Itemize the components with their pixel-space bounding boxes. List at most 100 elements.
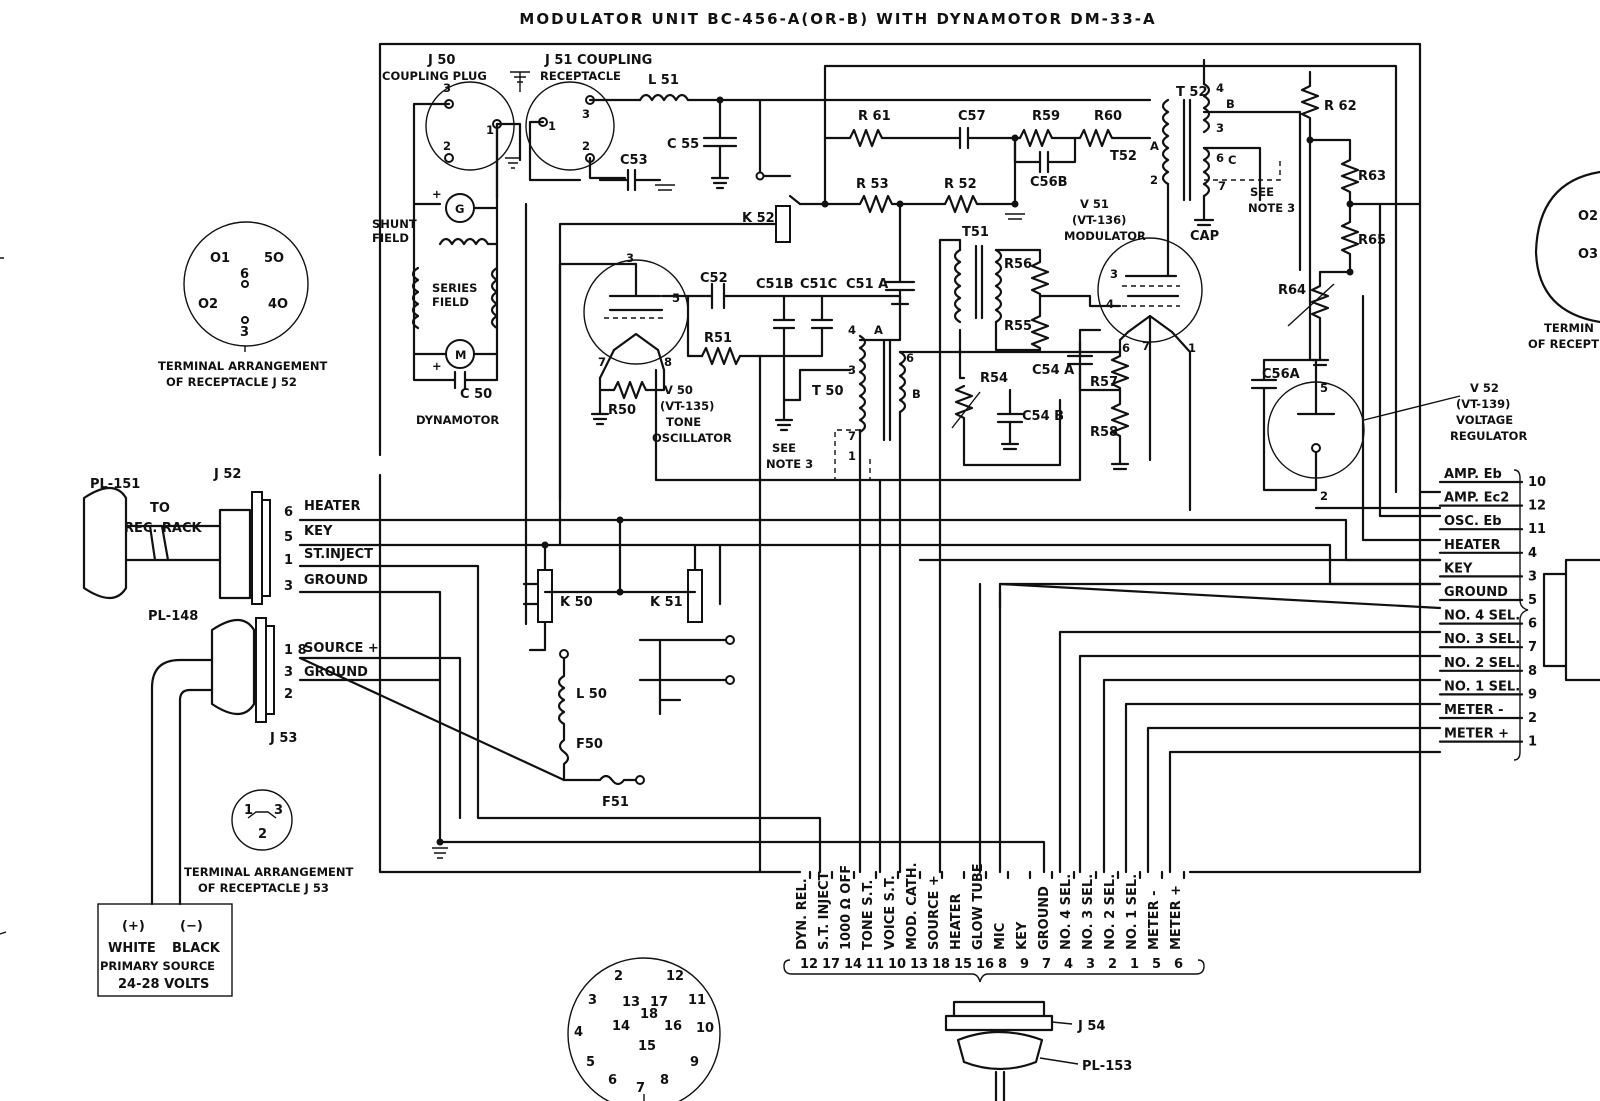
svg-text:(VT-139): (VT-139): [1456, 397, 1510, 411]
svg-text:C52: C52: [700, 271, 728, 286]
right-terminal-label: OSC. Eb: [1444, 514, 1502, 529]
pl151-plug: PL-151 J 52 TO REC. RACK: [82, 467, 271, 605]
svg-text:K 52: K 52: [742, 211, 775, 226]
svg-text:3: 3: [284, 579, 293, 594]
svg-text:C 50: C 50: [460, 387, 492, 402]
svg-text:SHUNT: SHUNT: [372, 217, 417, 231]
bottom-terminal-label: SOURCE +: [927, 875, 942, 950]
svg-text:1: 1: [548, 119, 556, 133]
svg-text:3: 3: [443, 81, 451, 95]
right-terminal-pin: 9: [1528, 687, 1537, 702]
svg-text:B: B: [1226, 97, 1235, 111]
svg-text:OF RECEPTACLE J 53: OF RECEPTACLE J 53: [198, 881, 329, 895]
right-terminal-pin: 3: [1528, 569, 1537, 584]
svg-text:5: 5: [586, 1055, 595, 1070]
right-terminal-label: NO. 1 SEL.: [1444, 679, 1520, 694]
svg-text:R 61: R 61: [858, 109, 891, 124]
svg-text:C51B: C51B: [756, 277, 794, 292]
svg-text:7: 7: [1142, 339, 1150, 353]
svg-text:COUPLING PLUG: COUPLING PLUG: [382, 69, 487, 83]
bottom-terminal-label: GLOW TUBE: [971, 863, 986, 950]
relay-k52: K 52: [558, 194, 802, 243]
svg-text:R57: R57: [1090, 375, 1118, 390]
bottom-terminal-label: NO. 4 SEL.: [1059, 874, 1074, 950]
svg-text:5: 5: [1320, 381, 1328, 395]
svg-text:2: 2: [582, 139, 590, 153]
svg-text:R63: R63: [1358, 169, 1386, 184]
svg-text:6: 6: [1122, 341, 1130, 355]
bottom-terminal-pin: 6: [1174, 957, 1183, 972]
svg-text:5: 5: [672, 291, 680, 305]
tube-v52-voltage-regulator: 52 V 52 (VT-139) VOLTAGE REGULATOR: [1267, 374, 1527, 503]
bottom-terminal-label: NO. 3 SEL.: [1081, 874, 1096, 950]
svg-text:C57: C57: [958, 109, 986, 124]
svg-text:V 51: V 51: [1080, 197, 1109, 211]
bottom-terminal-label: 1000 Ω OFF: [839, 865, 854, 950]
svg-text:3: 3: [588, 993, 597, 1008]
svg-text:K 51: K 51: [650, 595, 683, 610]
svg-text:1 8: 1 8: [284, 643, 307, 658]
svg-text:R56: R56: [1004, 257, 1032, 272]
svg-text:VOLTAGE: VOLTAGE: [1456, 413, 1513, 427]
svg-text:J 54: J 54: [1077, 1019, 1105, 1034]
svg-text:4: 4: [1216, 81, 1224, 95]
bottom-terminal-pin: 18: [932, 957, 950, 972]
svg-text:R 52: R 52: [944, 177, 977, 192]
svg-text:2: 2: [258, 827, 267, 842]
svg-text:V 50: V 50: [664, 383, 693, 397]
transformer-t50: T 50 43 A6B 71: [812, 323, 921, 463]
svg-text:REC. RACK: REC. RACK: [124, 521, 203, 536]
bottom-terminal-pin: 13: [910, 957, 928, 972]
svg-text:B: B: [912, 387, 921, 401]
svg-text:24-28 VOLTS: 24-28 VOLTS: [118, 977, 209, 992]
svg-text:C53: C53: [620, 153, 648, 168]
svg-text:OF RECEPT: OF RECEPT: [1528, 337, 1599, 351]
svg-text:14: 14: [612, 1019, 630, 1034]
svg-text:1: 1: [284, 553, 293, 568]
right-terminal-pin: 5: [1528, 593, 1537, 608]
svg-text:PL-151: PL-151: [90, 477, 140, 492]
svg-text:V 52: V 52: [1470, 381, 1499, 395]
svg-text:(VT-135): (VT-135): [660, 399, 714, 413]
svg-text:R 53: R 53: [856, 177, 889, 192]
svg-text:5: 5: [284, 530, 293, 545]
right-terminal-pin: 8: [1528, 664, 1537, 679]
bottom-terminal-pin: 12: [800, 957, 818, 972]
svg-text:J 53: J 53: [269, 731, 297, 746]
svg-text:+: +: [432, 359, 442, 373]
right-terminal-pin: 4: [1528, 546, 1537, 561]
svg-text:R58: R58: [1090, 425, 1118, 440]
svg-text:8: 8: [664, 355, 672, 369]
bottom-terminal-label: KEY: [1015, 921, 1030, 950]
svg-text:1: 1: [486, 123, 494, 137]
svg-text:15: 15: [638, 1039, 656, 1054]
right-terminal-label: HEATER: [1444, 538, 1501, 553]
svg-text:4: 4: [574, 1025, 583, 1040]
right-cropped-receptacle: O2 O3 TERMIN OF RECEPT: [1528, 170, 1600, 682]
svg-text:HEATER: HEATER: [304, 499, 361, 514]
bottom-terminal-pin: 1: [1130, 957, 1139, 972]
j51-coupling-receptacle: 132 J 51 COUPLING RECEPTACLE: [525, 53, 652, 171]
svg-text:T 52: T 52: [1176, 85, 1207, 100]
svg-text:RECEPTACLE: RECEPTACLE: [540, 69, 621, 83]
right-terminal-label: METER -: [1444, 703, 1504, 718]
bottom-terminal-label: NO. 1 SEL.: [1125, 874, 1140, 950]
svg-text:17: 17: [650, 995, 668, 1010]
svg-text:(−): (−): [180, 919, 203, 934]
bottom-terminal-label: HEATER: [949, 893, 964, 950]
svg-text:O2: O2: [1578, 209, 1598, 224]
svg-text:R51: R51: [704, 331, 732, 346]
svg-text:R50: R50: [608, 403, 636, 418]
svg-text:R59: R59: [1032, 109, 1060, 124]
right-terminal-label: NO. 4 SEL.: [1444, 609, 1520, 624]
bottom-terminal-pin: 7: [1042, 957, 1051, 972]
svg-text:T52: T52: [1110, 149, 1137, 164]
bottom-terminal-label: MIC: [993, 923, 1008, 950]
right-terminal-pin: 11: [1528, 522, 1546, 537]
